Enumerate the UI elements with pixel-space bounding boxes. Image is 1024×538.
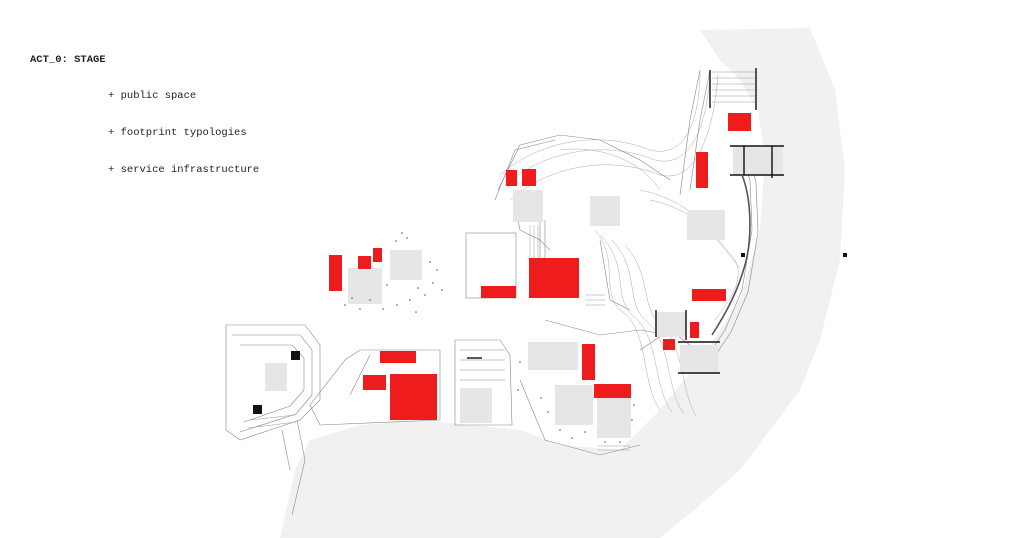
service-node <box>291 351 300 360</box>
service-node <box>741 253 745 257</box>
public-space <box>265 147 783 438</box>
tree-dots <box>344 232 635 443</box>
service-channel <box>711 174 751 336</box>
service-node <box>843 253 847 257</box>
service-infrastructure <box>253 68 847 414</box>
contour-lines <box>499 69 741 417</box>
legend-title: ACT_0: STAGE <box>30 53 106 66</box>
service-node <box>253 405 262 414</box>
stair-hatches <box>247 71 755 451</box>
terrain-land <box>280 28 845 538</box>
legend-item-public-space: + public space <box>108 90 197 103</box>
legend: ACT_0: STAGE + public space + footprint … <box>30 29 259 189</box>
legend-item-footprint-typologies: + footprint typologies <box>108 127 247 140</box>
footprint-typologies <box>329 113 751 420</box>
legend-item-service-infrastructure: + service infrastructure <box>108 164 260 177</box>
